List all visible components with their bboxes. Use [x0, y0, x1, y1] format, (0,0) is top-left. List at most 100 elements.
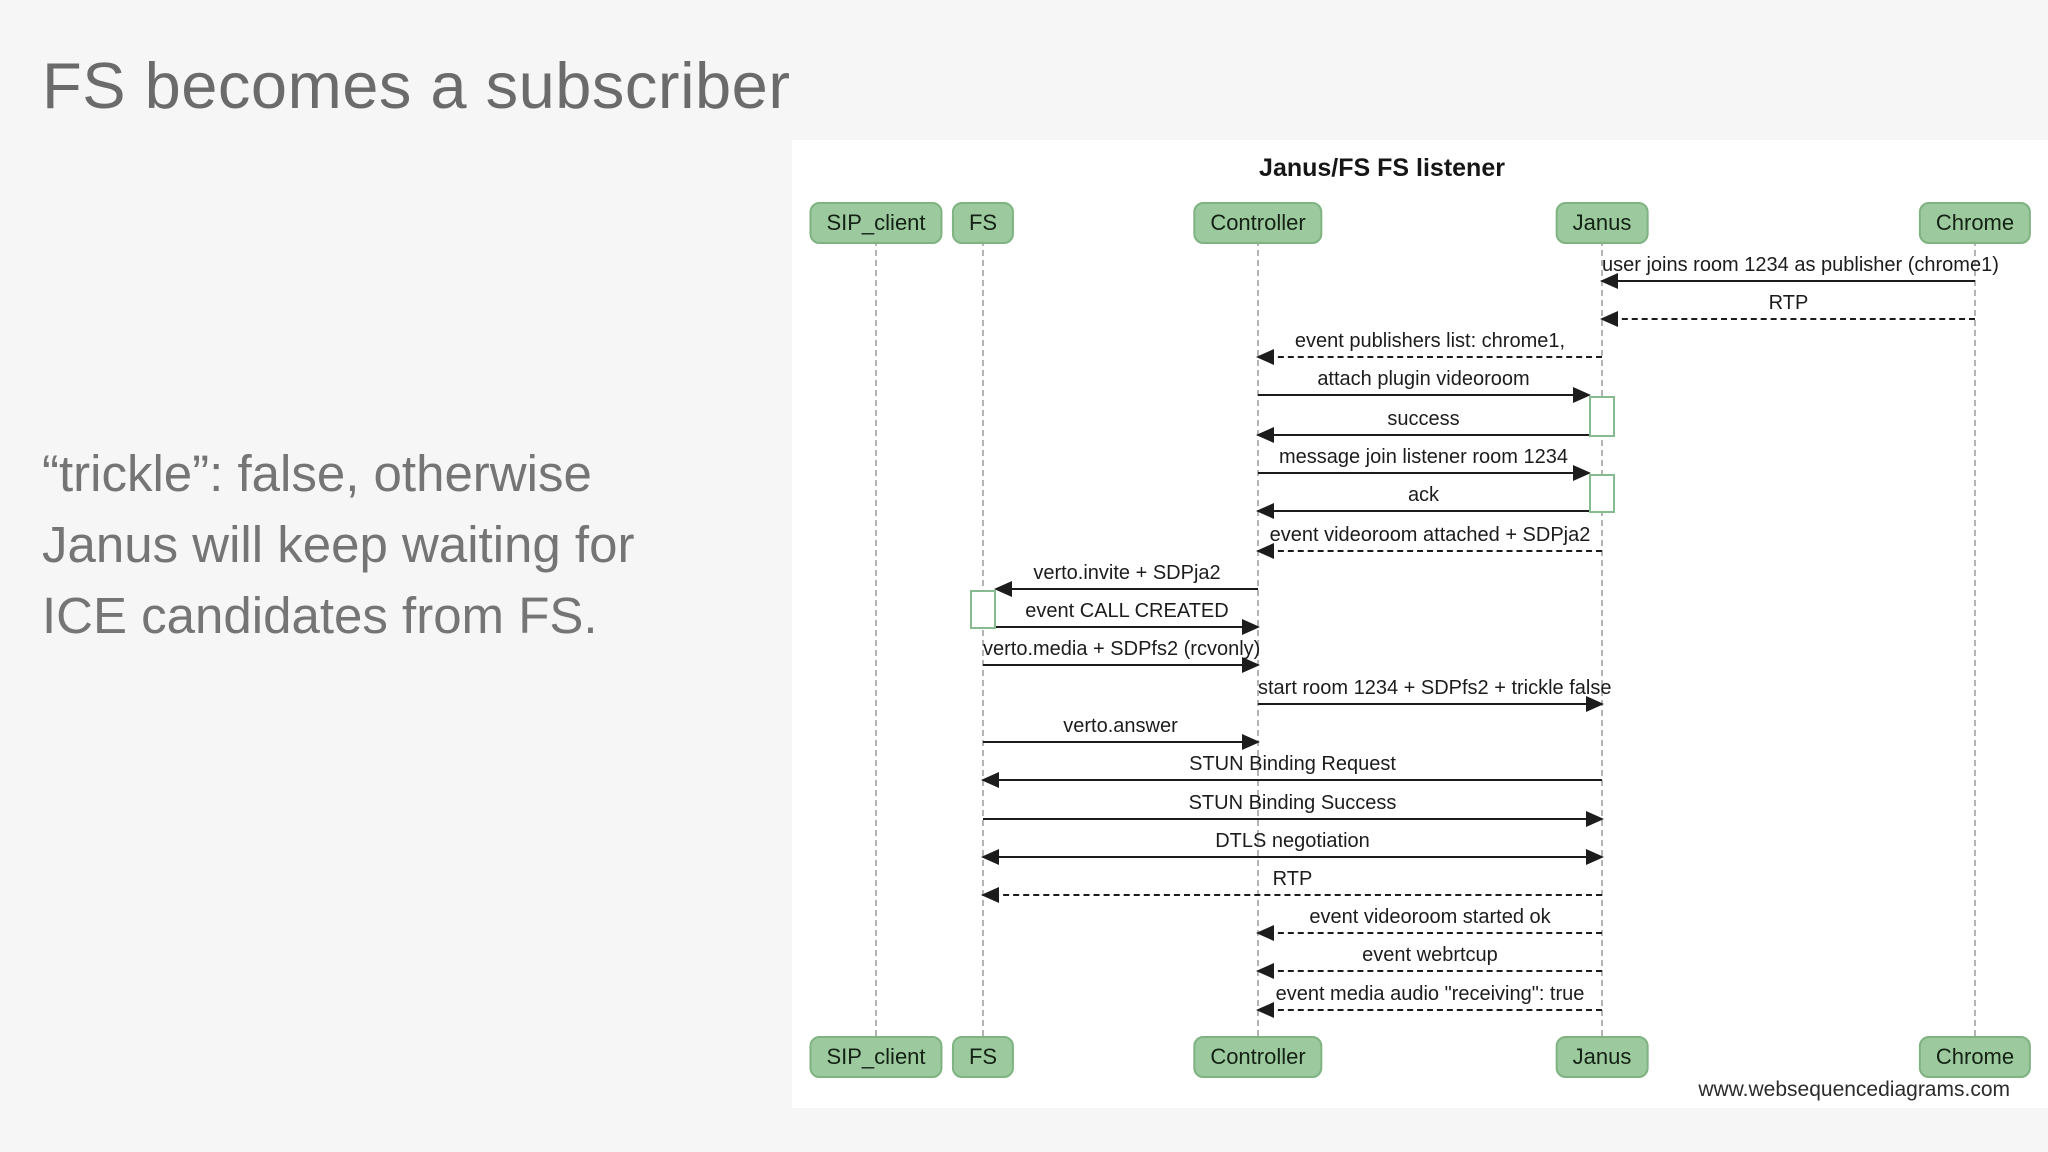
message-row: verto.invite + SDPja2 — [994, 560, 1258, 597]
lifeline-controller — [1257, 240, 1259, 1036]
message-label: event videoroom started ok — [1309, 906, 1551, 928]
message-row: verto.media + SDPfs2 (rcvonly) — [983, 636, 1261, 673]
actor-box-top-chrome: Chrome — [1918, 202, 2032, 244]
message-line-dashed — [981, 887, 1602, 903]
message-row: event media audio "receiving": true — [1256, 981, 1602, 1018]
arrowhead-icon — [1256, 543, 1274, 559]
message-label: event videoroom attached + SDPja2 — [1269, 524, 1591, 546]
message-label: attach plugin videoroom — [1317, 368, 1530, 390]
message-row: event videoroom started ok — [1256, 904, 1602, 941]
arrowhead-icon — [1586, 811, 1604, 827]
message-line-solid — [994, 581, 1258, 597]
arrowhead-icon — [1256, 349, 1274, 365]
arrowhead-icon — [1242, 657, 1260, 673]
message-row: event publishers list: chrome1, — [1256, 328, 1602, 365]
diagram-title: Janus/FS FS listener — [1259, 154, 1505, 182]
arrowhead-icon — [1573, 387, 1591, 403]
arrowhead-icon — [1600, 273, 1618, 289]
arrowhead-icon — [1600, 311, 1618, 327]
message-row: RTP — [1600, 290, 1975, 327]
slide-title: FS becomes a subscriber — [42, 49, 791, 122]
message-line-dashed — [1256, 925, 1602, 941]
message-line-dashed — [1256, 349, 1602, 365]
message-row: start room 1234 + SDPfs2 + trickle false — [1258, 675, 1612, 712]
message-label: verto.invite + SDPja2 — [1033, 562, 1221, 584]
message-line-solid — [983, 657, 1260, 673]
arrowhead-icon — [981, 887, 999, 903]
actor-box-bottom-chrome: Chrome — [1918, 1036, 2032, 1078]
message-row: event CALL CREATED — [996, 598, 1260, 635]
message-label: user joins room 1234 as publisher (chrom… — [1602, 254, 1999, 276]
lifeline-chrome — [1974, 240, 1976, 1036]
message-row: DTLS negotiation — [981, 828, 1604, 865]
message-line-dashed — [1256, 1002, 1602, 1018]
message-line-solid — [1258, 465, 1591, 481]
arrowhead-icon — [1586, 849, 1604, 865]
message-line-solid — [1600, 273, 1975, 289]
message-label: DTLS negotiation — [1215, 830, 1370, 852]
arrowhead-icon — [981, 849, 999, 865]
watermark-link: www.websequencediagrams.com — [1698, 1078, 2010, 1101]
actor-box-bottom-sip_client: SIP_client — [809, 1036, 943, 1078]
message-line-dashed — [1256, 963, 1602, 979]
message-label: verto.media + SDPfs2 (rcvonly) — [983, 638, 1261, 660]
arrowhead-icon — [994, 581, 1012, 597]
message-line-dashed — [1600, 311, 1975, 327]
lifeline-fs — [982, 240, 984, 1036]
actor-box-top-janus: Janus — [1555, 202, 1649, 244]
message-row: STUN Binding Success — [983, 790, 1604, 827]
message-row: RTP — [981, 866, 1602, 903]
actor-box-top-fs: FS — [951, 202, 1015, 244]
message-row: user joins room 1234 as publisher (chrom… — [1600, 252, 1999, 289]
arrowhead-icon — [1256, 1002, 1274, 1018]
message-row: success — [1256, 406, 1589, 443]
actor-box-top-controller: Controller — [1193, 202, 1323, 244]
arrowhead-icon — [1586, 696, 1604, 712]
message-label: event webrtcup — [1362, 944, 1498, 966]
arrowhead-icon — [1256, 925, 1274, 941]
message-line-solid — [1258, 696, 1604, 712]
sequence-diagram-panel: Janus/FS FS listener www.websequencediag… — [792, 140, 2048, 1108]
message-line-solid — [981, 849, 1604, 865]
message-row: event videoroom attached + SDPja2 — [1256, 522, 1602, 559]
actor-box-bottom-janus: Janus — [1555, 1036, 1649, 1078]
message-label: RTP — [1768, 292, 1809, 314]
message-label: event publishers list: chrome1, — [1294, 330, 1566, 352]
message-label: success — [1387, 408, 1460, 430]
message-label: RTP — [1272, 868, 1313, 890]
message-line-solid — [996, 619, 1260, 635]
actor-box-bottom-controller: Controller — [1193, 1036, 1323, 1078]
message-line-solid — [983, 811, 1604, 827]
message-label: STUN Binding Success — [1188, 792, 1397, 814]
slide-note: “trickle”: false, otherwise Janus will k… — [42, 445, 635, 644]
activation-janus — [1589, 474, 1615, 513]
message-row: attach plugin videoroom — [1258, 366, 1591, 403]
activation-fs — [970, 590, 996, 629]
arrowhead-icon — [1573, 465, 1591, 481]
actor-box-bottom-fs: FS — [951, 1036, 1015, 1078]
lifeline-sip_client — [875, 240, 877, 1036]
message-line-solid — [1258, 387, 1591, 403]
arrowhead-icon — [1242, 734, 1260, 750]
message-label: event CALL CREATED — [1025, 600, 1229, 622]
message-row: message join listener room 1234 — [1258, 444, 1591, 481]
message-row: verto.answer — [983, 713, 1260, 750]
arrowhead-icon — [1256, 427, 1274, 443]
message-row: event webrtcup — [1256, 942, 1602, 979]
message-line-solid — [981, 772, 1602, 788]
message-line-solid — [1256, 427, 1589, 443]
lifeline-janus — [1601, 240, 1603, 1036]
message-label: STUN Binding Request — [1189, 753, 1396, 775]
arrowhead-icon — [1256, 503, 1274, 519]
activation-janus — [1589, 396, 1615, 437]
message-row: STUN Binding Request — [981, 751, 1602, 788]
message-row: ack — [1256, 482, 1589, 519]
message-label: event media audio "receiving": true — [1275, 983, 1585, 1005]
arrowhead-icon — [1242, 619, 1260, 635]
actor-box-top-sip_client: SIP_client — [809, 202, 943, 244]
message-label: message join listener room 1234 — [1278, 446, 1569, 468]
message-line-solid — [1256, 503, 1589, 519]
message-label: start room 1234 + SDPfs2 + trickle false — [1258, 677, 1612, 699]
message-line-dashed — [1256, 543, 1602, 559]
message-label: ack — [1407, 484, 1440, 506]
